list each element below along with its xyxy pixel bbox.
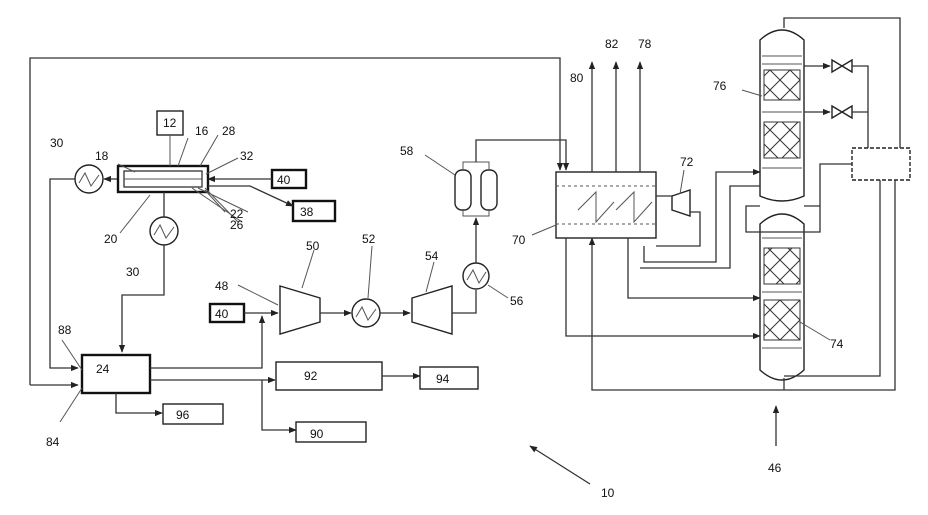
leader-52 bbox=[368, 246, 372, 298]
label-38: 38 bbox=[300, 205, 314, 219]
box-90 bbox=[296, 422, 366, 442]
label-20: 20 bbox=[104, 232, 118, 246]
label-12: 12 bbox=[163, 116, 177, 130]
leader-76 bbox=[742, 90, 762, 96]
heat-exchanger-30-lower bbox=[150, 217, 178, 245]
label-54: 54 bbox=[425, 249, 439, 263]
cooler-56 bbox=[463, 263, 489, 289]
label-30-upper: 30 bbox=[50, 136, 64, 150]
label-58: 58 bbox=[400, 144, 414, 158]
cooler-52 bbox=[352, 299, 380, 327]
leader-72 bbox=[680, 170, 684, 194]
label-16: 16 bbox=[195, 124, 209, 138]
box-24 bbox=[82, 355, 150, 393]
valve-72 bbox=[672, 190, 690, 216]
leader-58 bbox=[425, 155, 455, 175]
leader-16 bbox=[178, 138, 188, 166]
label-40-upper: 40 bbox=[277, 173, 291, 187]
distillation-column-74 bbox=[760, 214, 804, 380]
label-78: 78 bbox=[638, 37, 652, 51]
label-70: 70 bbox=[512, 233, 526, 247]
label-88: 88 bbox=[58, 323, 72, 337]
line-30-24-lower bbox=[122, 245, 164, 352]
arrow-10 bbox=[530, 446, 590, 484]
heat-exchanger-30-upper bbox=[75, 165, 103, 193]
line-54-56 bbox=[452, 290, 476, 313]
label-40-lower: 40 bbox=[215, 307, 229, 321]
leader-32 bbox=[206, 158, 238, 174]
label-30-lower: 30 bbox=[126, 265, 140, 279]
leader-50 bbox=[302, 250, 314, 288]
label-28: 28 bbox=[222, 124, 236, 138]
label-90: 90 bbox=[310, 427, 324, 441]
line-24-96 bbox=[116, 393, 162, 413]
box-96 bbox=[163, 404, 223, 424]
dryer-58 bbox=[455, 162, 497, 216]
leader-70 bbox=[532, 225, 556, 235]
label-10: 10 bbox=[601, 486, 615, 500]
compressor-54 bbox=[412, 286, 452, 334]
leader-22 bbox=[205, 190, 225, 212]
compressor-50 bbox=[280, 286, 320, 334]
label-94: 94 bbox=[436, 372, 450, 386]
leader-84 bbox=[60, 388, 82, 422]
label-72: 72 bbox=[680, 155, 694, 169]
valve-upper bbox=[832, 60, 852, 72]
label-96: 96 bbox=[176, 408, 190, 422]
heat-exchanger-70 bbox=[556, 172, 656, 238]
leader-20 bbox=[120, 195, 150, 233]
leader-56 bbox=[488, 285, 508, 298]
label-56: 56 bbox=[510, 294, 524, 308]
label-74: 74 bbox=[830, 337, 844, 351]
valve-lower bbox=[832, 106, 852, 118]
leader-88 bbox=[62, 340, 82, 370]
label-50: 50 bbox=[306, 239, 320, 253]
line-hx-column bbox=[820, 164, 852, 206]
box-92 bbox=[276, 362, 382, 390]
label-18: 18 bbox=[95, 149, 109, 163]
label-84: 84 bbox=[46, 435, 60, 449]
leader-28 bbox=[200, 135, 218, 166]
label-48: 48 bbox=[215, 279, 229, 293]
label-52: 52 bbox=[362, 232, 376, 246]
label-32: 32 bbox=[240, 149, 254, 163]
line-30-24 bbox=[50, 179, 78, 368]
label-26: 26 bbox=[230, 218, 244, 232]
valve-lines bbox=[852, 66, 868, 150]
line-24-48 bbox=[150, 316, 262, 368]
label-80: 80 bbox=[570, 71, 584, 85]
leader-54 bbox=[426, 262, 434, 292]
heat-exchanger-right bbox=[852, 148, 910, 180]
label-24: 24 bbox=[96, 362, 110, 376]
label-46: 46 bbox=[768, 461, 782, 475]
distillation-column-76 bbox=[760, 30, 804, 201]
leader-48 bbox=[238, 285, 278, 305]
line-70-74 bbox=[566, 238, 760, 336]
label-92: 92 bbox=[304, 369, 318, 383]
label-82: 82 bbox=[605, 37, 619, 51]
label-76: 76 bbox=[713, 79, 727, 93]
